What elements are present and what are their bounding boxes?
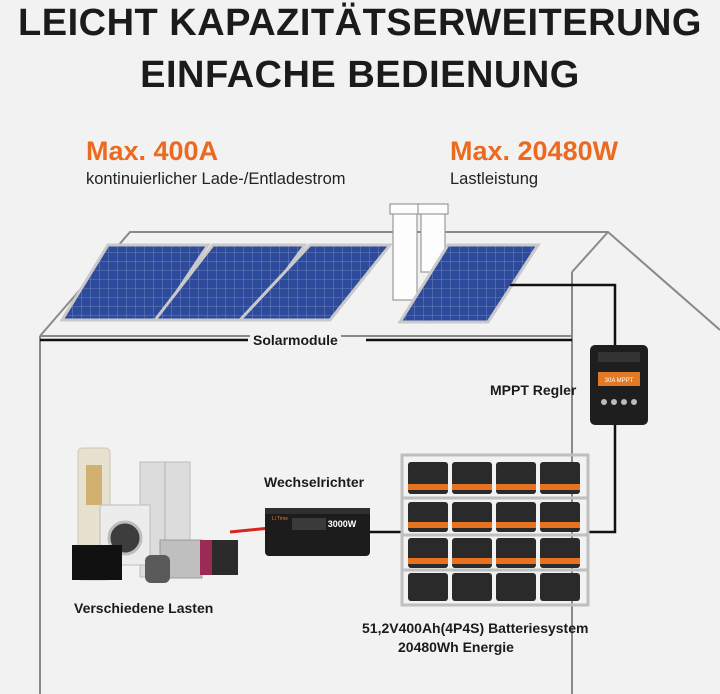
mppt-rating-text: 30A MPPT [605, 378, 634, 384]
battery-orange-stripes [408, 484, 580, 564]
red-cable [229, 526, 271, 534]
headline-line-1: LEICHT KAPAZITÄTSERWEITERUNG [18, 2, 702, 44]
inverter-brand-text: Li Time [272, 516, 288, 522]
wiring [40, 283, 617, 534]
battery-row-4 [408, 573, 580, 601]
solar-panels [59, 243, 541, 324]
solar-modules-label: Solarmodule [250, 332, 341, 348]
spec-power-caption: Lastleistung [450, 170, 539, 188]
loads-label: Verschiedene Lasten [74, 600, 214, 616]
spec-current-value: Max. 400A [86, 136, 219, 166]
mppt-regulator-device: 30A MPPT [590, 345, 648, 425]
inverter-device: 3000W Li Time [265, 508, 370, 556]
battery-system-label: 51,2V400Ah(4P4S) Batteriesystem [362, 620, 589, 636]
spec-current-caption: kontinuierlicher Lade-/Entladestrom [86, 170, 346, 188]
battery-energy-label: 20480Wh Energie [398, 639, 514, 655]
battery-modules [408, 462, 580, 601]
headline-line-2: EINFACHE BEDIENUNG [140, 54, 580, 96]
mppt-regulator-label: MPPT Regler [490, 382, 577, 398]
appliances-group [72, 447, 238, 583]
inverter-label: Wechselrichter [264, 474, 365, 490]
inverter-power-text: 3000W [328, 519, 357, 529]
battery-rack [400, 453, 590, 607]
chimney [389, 203, 449, 301]
spec-power-value: Max. 20480W [450, 136, 619, 166]
